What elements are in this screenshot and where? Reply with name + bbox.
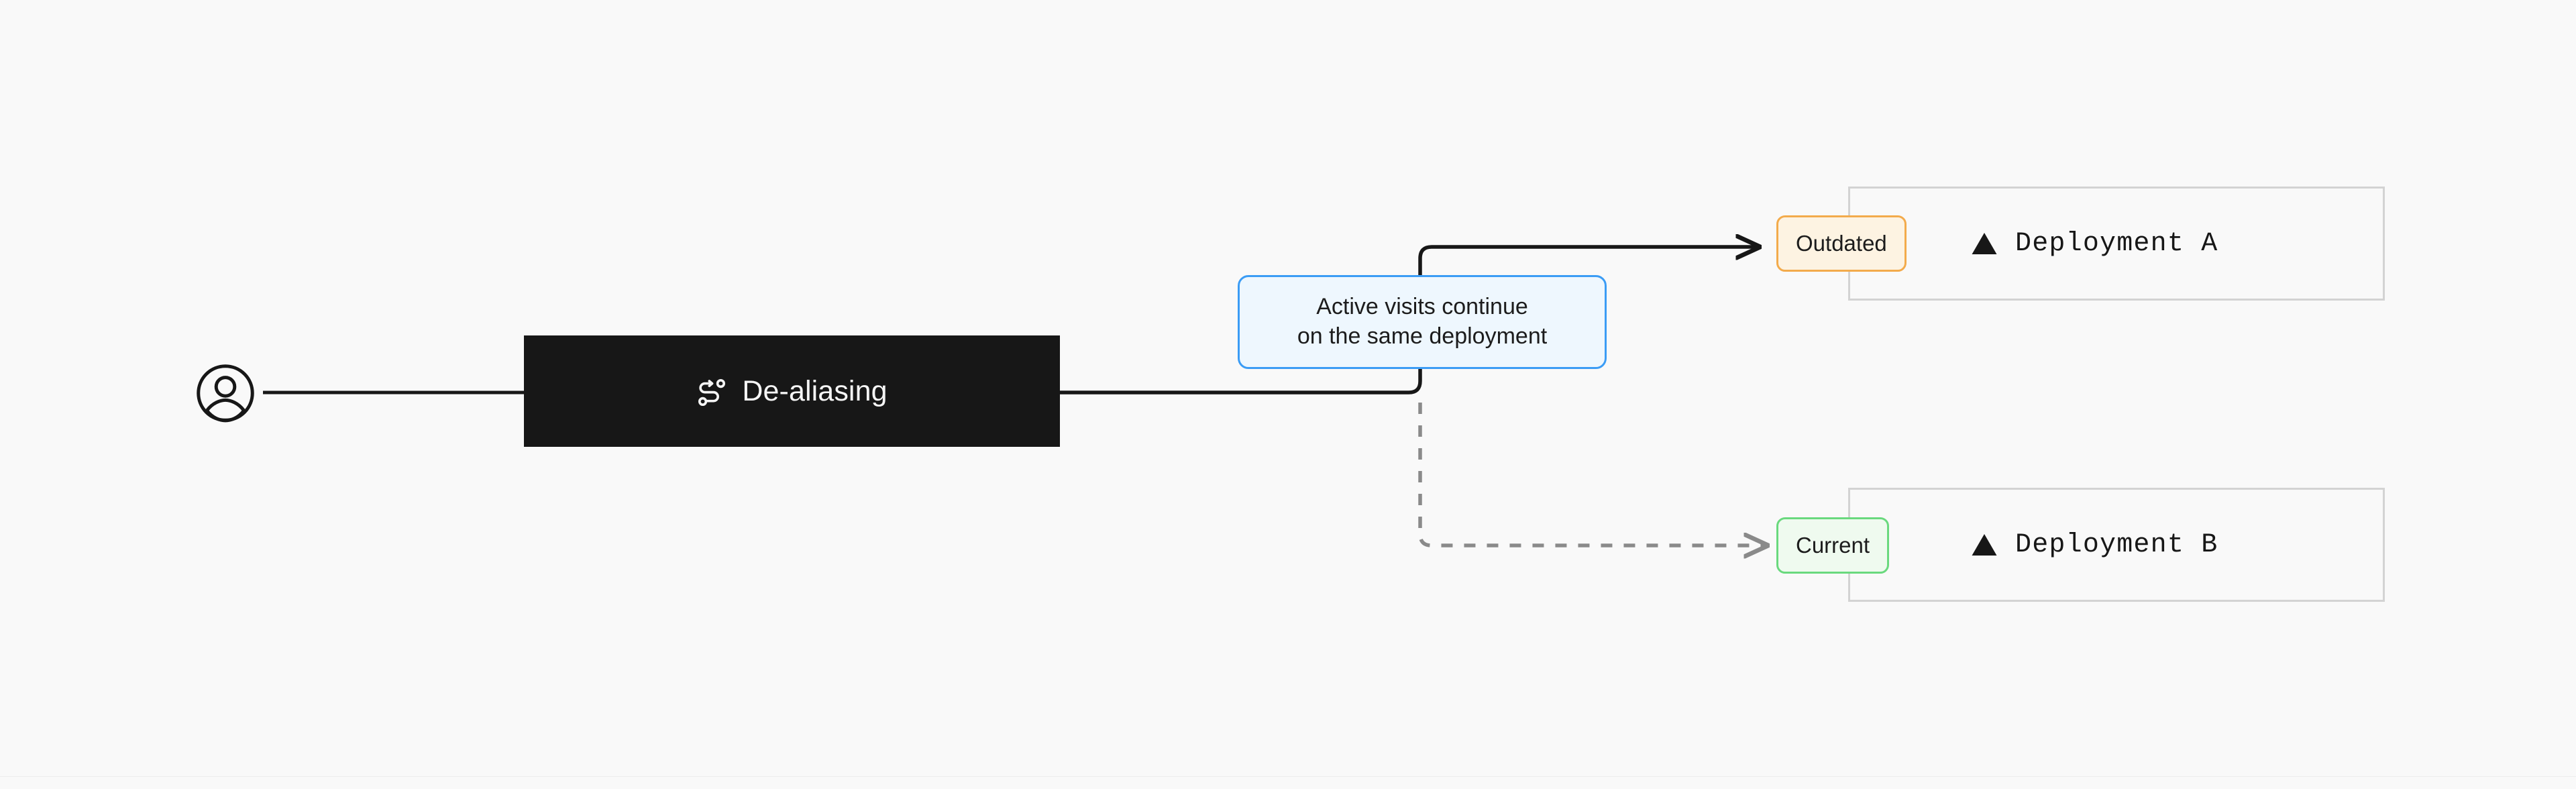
dealiasing-node[interactable]: De-aliasing: [524, 335, 1060, 447]
active-visits-callout: Active visits continue on the same deplo…: [1238, 275, 1607, 369]
deployment-card-b[interactable]: Deployment B: [1848, 488, 2385, 602]
deployment-a-label: Deployment A: [2015, 228, 2218, 259]
status-badge-current-label: Current: [1796, 533, 1870, 558]
bottom-divider: [0, 776, 2576, 777]
status-badge-outdated[interactable]: Outdated: [1776, 215, 1907, 272]
status-badge-current[interactable]: Current: [1776, 517, 1890, 574]
deployment-b-label: Deployment B: [2015, 529, 2218, 560]
deployment-card-a[interactable]: Deployment A: [1848, 187, 2385, 301]
status-badge-outdated-label: Outdated: [1796, 231, 1887, 256]
dealiasing-node-label: De-aliasing: [742, 374, 888, 407]
deployment-b-content: Deployment B: [1971, 530, 2218, 560]
route-icon: [696, 375, 727, 408]
vercel-triangle-icon: [1971, 533, 1998, 557]
user-avatar-icon: [195, 362, 256, 424]
deployment-a-content: Deployment A: [1971, 229, 2218, 259]
callout-line-1: Active visits continue: [1316, 294, 1528, 320]
callout-line-2: on the same deployment: [1297, 323, 1548, 349]
edge-to-deployment-b-path: [1418, 403, 1767, 545]
vercel-triangle-icon: [1971, 231, 1998, 256]
